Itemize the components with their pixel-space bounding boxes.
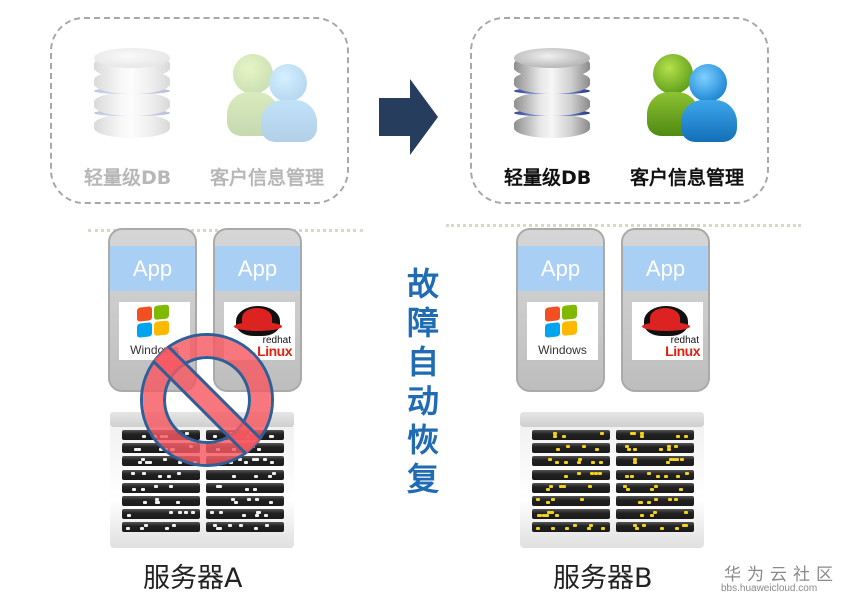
server-unit: [206, 495, 284, 506]
app-label: App: [623, 246, 708, 291]
vm-card-windows-after: App Windows: [516, 228, 605, 392]
server-unit: [532, 495, 610, 506]
server-unit: [206, 469, 284, 480]
service-label-crm-after: 客户信息管理: [630, 167, 745, 189]
server-unit: [532, 456, 610, 467]
server-unit: [532, 509, 610, 520]
server-unit: [532, 522, 610, 533]
watermark-url: bbs.huaweicloud.com: [721, 583, 818, 594]
app-label: App: [518, 246, 603, 291]
server-unit: [532, 469, 610, 480]
server-unit: [616, 482, 694, 493]
users-icon: [225, 52, 321, 142]
watermark-name: 华为云社区: [724, 565, 839, 585]
server-unit: [616, 495, 694, 506]
server-unit: [616, 522, 694, 533]
prohibited-icon: [140, 333, 274, 467]
server-label-b: 服务器B: [553, 563, 653, 594]
server-unit: [206, 522, 284, 533]
database-icon: [94, 48, 170, 138]
separator-right: [446, 224, 801, 227]
service-group-after: [470, 17, 769, 204]
server-unit: [532, 482, 610, 493]
app-label: App: [215, 246, 300, 291]
server-unit: [532, 430, 610, 440]
server-unit: [122, 469, 200, 480]
server-unit: [616, 443, 694, 454]
server-unit: [206, 482, 284, 493]
server-unit: [532, 443, 610, 454]
server-unit: [122, 495, 200, 506]
server-unit: [122, 522, 200, 533]
server-unit: [206, 456, 284, 467]
service-label-crm-before: 客户信息管理: [210, 167, 325, 189]
server-label-a: 服务器A: [143, 563, 243, 594]
service-group-before: [50, 17, 349, 204]
redhat-logo-icon: redhat Linux: [632, 302, 703, 360]
database-icon: [514, 48, 590, 138]
service-label-db-after: 轻量级DB: [504, 167, 592, 189]
server-rack-b: [520, 412, 704, 548]
service-label-db-before: 轻量级DB: [84, 167, 172, 189]
server-unit: [206, 509, 284, 520]
server-unit: [616, 430, 694, 440]
failover-title: 故障自动恢复: [406, 265, 439, 498]
server-unit: [616, 469, 694, 480]
server-unit: [616, 509, 694, 520]
server-unit: [616, 456, 694, 467]
windows-logo-icon: Windows: [527, 302, 598, 360]
vm-card-linux-after: App redhat Linux: [621, 228, 710, 392]
server-unit: [122, 482, 200, 493]
users-icon: [645, 52, 741, 142]
app-label: App: [110, 246, 195, 291]
server-unit: [122, 509, 200, 520]
